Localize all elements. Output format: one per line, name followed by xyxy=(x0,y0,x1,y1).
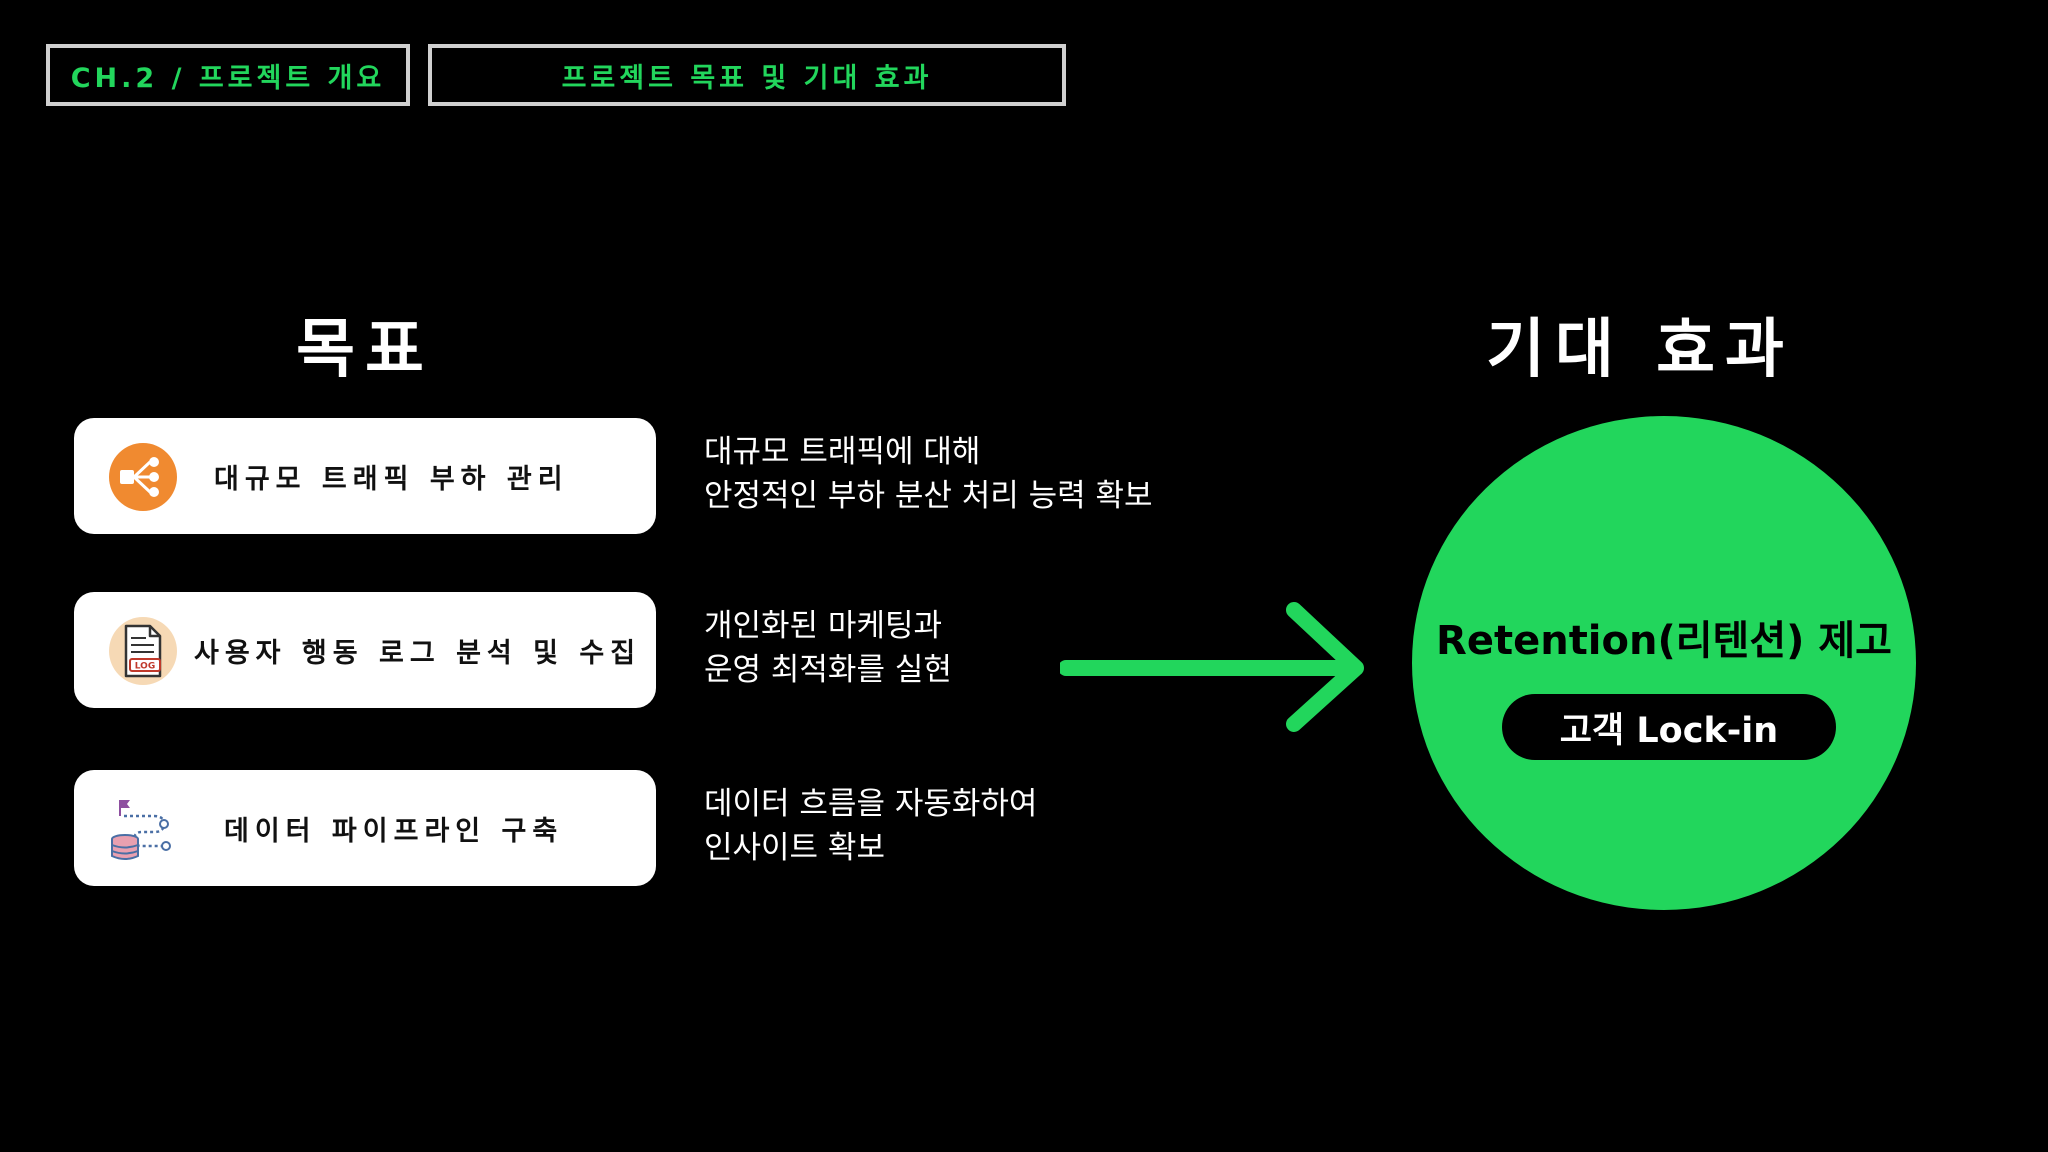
description-line: 대규모 트래픽에 대해 xyxy=(704,434,981,470)
goal-card-pipeline: 데이터 파이프라인 구축 xyxy=(74,770,656,886)
effect-circle: Retention(리텐션) 제고 고객 Lock-in xyxy=(1412,416,1916,910)
goals-heading: 목표 xyxy=(296,313,434,387)
goal-description-traffic: 대규모 트래픽에 대해 안정적인 부하 분산 처리 능력 확보 xyxy=(704,430,1153,518)
effect-badge-label: 고객 Lock-in xyxy=(1559,710,1779,751)
effect-title: Retention(리텐션) 제고 xyxy=(1436,618,1892,664)
description-line: 인사이트 확보 xyxy=(704,830,885,866)
chapter-tag-label: CH.2 / 프로젝트 개요 xyxy=(70,62,386,94)
description-line: 데이터 흐름을 자동화하여 xyxy=(704,786,1038,822)
goal-description-pipeline: 데이터 흐름을 자동화하여 인사이트 확보 xyxy=(704,782,1037,870)
chapter-tag: CH.2 / 프로젝트 개요 xyxy=(46,44,410,106)
section-tag: 프로젝트 목표 및 기대 효과 xyxy=(428,44,1066,106)
description-line: 안정적인 부하 분산 처리 능력 확보 xyxy=(704,478,1153,514)
section-tag-label: 프로젝트 목표 및 기대 효과 xyxy=(561,62,933,94)
right-arrow-icon xyxy=(1060,602,1364,732)
goal-card-traffic: 대규모 트래픽 부하 관리 xyxy=(74,418,656,534)
goal-card-log: LOG 사용자 행동 로그 분석 및 수집 xyxy=(74,592,656,708)
effect-badge: 고객 Lock-in xyxy=(1502,694,1836,760)
log-badge-text: LOG xyxy=(135,662,155,672)
description-line: 개인화된 마케팅과 xyxy=(704,608,943,644)
effects-heading: 기대 효과 xyxy=(1486,313,1794,387)
load-balancer-icon xyxy=(109,443,177,511)
log-file-icon: LOG xyxy=(109,617,177,685)
goal-description-log: 개인화된 마케팅과 운영 최적화를 실현 xyxy=(704,604,952,692)
description-line: 운영 최적화를 실현 xyxy=(704,652,952,688)
goal-label-pipeline: 데이터 파이프라인 구축 xyxy=(224,815,564,847)
goal-label-log: 사용자 행동 로그 분석 및 수집 xyxy=(194,637,642,669)
goal-label-traffic: 대규모 트래픽 부하 관리 xyxy=(214,463,569,495)
data-pipeline-icon xyxy=(111,800,171,860)
